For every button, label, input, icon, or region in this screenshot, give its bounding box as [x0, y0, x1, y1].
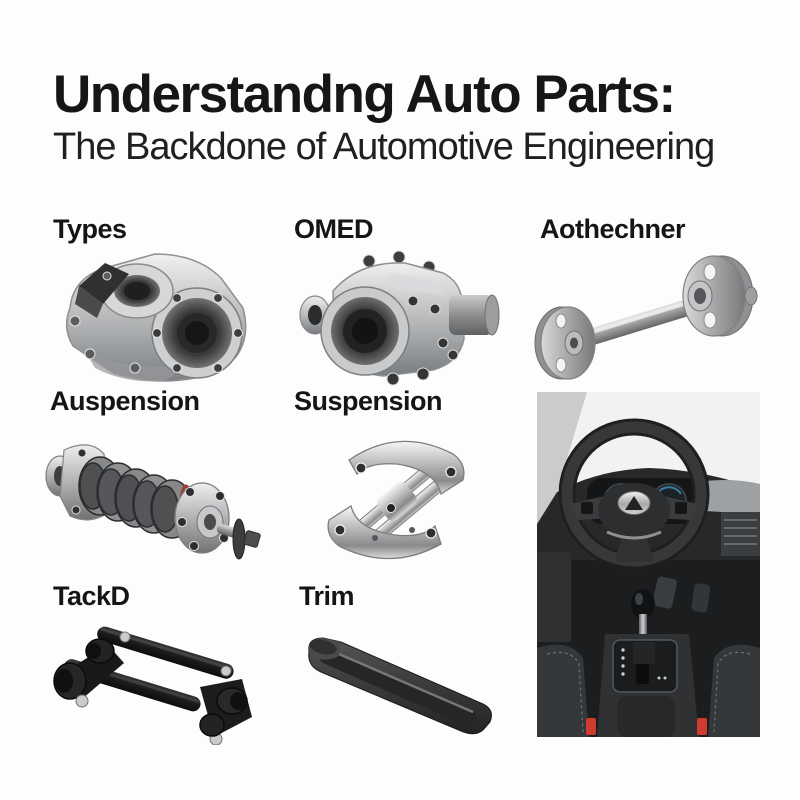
- item-label-omed: OMED: [294, 214, 374, 244]
- item-label-trim: Trim: [299, 581, 355, 611]
- trim-channel-image: [283, 616, 503, 741]
- suspension-shackle-image: [30, 613, 265, 745]
- coil-spring-assembly-image: [30, 426, 265, 574]
- item-label-suspension: Suspension: [294, 386, 443, 416]
- gearbox-casing-image: [293, 243, 503, 388]
- axle-shaft-image: [528, 250, 758, 385]
- car-interior-photo: [537, 392, 760, 737]
- control-arm-bracket-image: [291, 420, 501, 578]
- page-title: Understandng Auto Parts:: [53, 65, 676, 124]
- item-label-auspension: Auspension: [50, 386, 200, 416]
- item-label-aothechner: Aothechner: [540, 214, 686, 244]
- page-subtitle: The Backdone of Automotive Engineering: [53, 126, 715, 168]
- item-label-types: Types: [53, 214, 127, 244]
- transmission-housing-image: [45, 246, 260, 386]
- item-label-tackd: TackD: [53, 581, 130, 611]
